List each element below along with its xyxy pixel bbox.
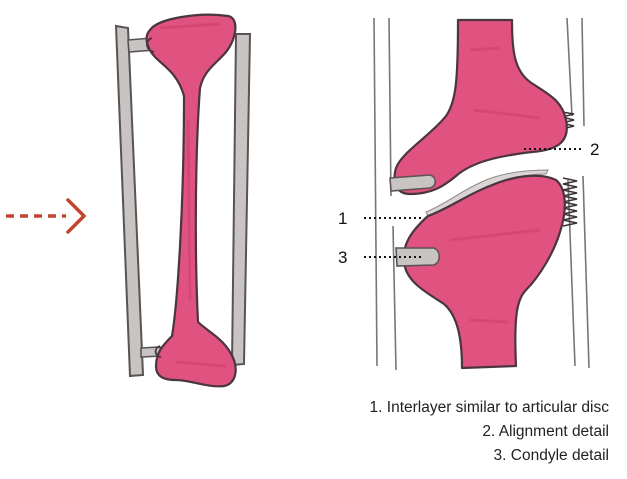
callout-3-label: 3 (338, 248, 347, 267)
legend-item-2: 2. Alignment detail (482, 422, 609, 442)
left-frame-bar (116, 26, 143, 376)
legend-item-1: 1. Interlayer similar to articular disc (370, 398, 609, 418)
dashed-arrow-icon (6, 200, 84, 232)
lower-bone (404, 176, 565, 368)
long-bone-sketch (116, 15, 250, 387)
joint-detail-sketch (374, 18, 589, 370)
callout-2-label: 2 (590, 140, 599, 159)
callout-1: 1 (338, 209, 424, 228)
right-frame-bar (232, 34, 250, 365)
legend-item-3: 3. Condyle detail (494, 446, 609, 466)
long-bone (147, 15, 236, 387)
callout-1-label: 1 (338, 209, 347, 228)
upper-bone (395, 20, 567, 194)
